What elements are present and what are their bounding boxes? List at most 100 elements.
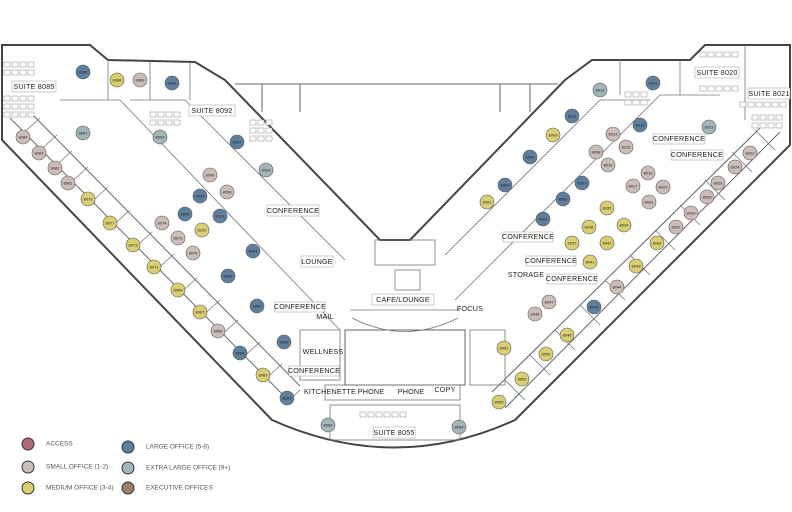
- office-8032[interactable]: 8032: [668, 219, 684, 235]
- office-8015[interactable]: 8015: [618, 139, 634, 155]
- office-marker[interactable]: [229, 134, 245, 150]
- office-8094[interactable]: 8094: [177, 206, 193, 222]
- office-marker[interactable]: [640, 165, 656, 181]
- office-marker[interactable]: [47, 160, 63, 176]
- office-marker[interactable]: [194, 222, 210, 238]
- office-marker[interactable]: [618, 139, 634, 155]
- office-marker[interactable]: [164, 75, 180, 91]
- office-marker[interactable]: [742, 145, 758, 161]
- office-marker[interactable]: [588, 144, 604, 160]
- office-8008[interactable]: 8008: [588, 144, 604, 160]
- office-marker[interactable]: [479, 194, 495, 210]
- office-8052[interactable]: 8052: [514, 371, 530, 387]
- office-8041[interactable]: 8041: [582, 254, 598, 270]
- office-marker[interactable]: [109, 72, 125, 88]
- office-8064[interactable]: 8064: [232, 345, 248, 361]
- office-marker[interactable]: [75, 125, 91, 141]
- office-8012[interactable]: 8012: [592, 82, 608, 98]
- office-8071[interactable]: 8071: [146, 259, 162, 275]
- office-marker[interactable]: [555, 191, 571, 207]
- office-8017[interactable]: 8017: [625, 178, 641, 194]
- office-marker[interactable]: [592, 82, 608, 98]
- office-marker[interactable]: [132, 72, 148, 88]
- office-marker[interactable]: [80, 191, 96, 207]
- office-marker[interactable]: [152, 129, 168, 145]
- office-8063[interactable]: 8063: [255, 367, 271, 383]
- office-8031[interactable]: 8031: [641, 194, 657, 210]
- office-8010[interactable]: 8010: [632, 117, 648, 133]
- office-8068[interactable]: 8068: [220, 268, 236, 284]
- office-marker[interactable]: [699, 189, 715, 205]
- office-8089[interactable]: 8089: [132, 72, 148, 88]
- office-marker[interactable]: [125, 237, 141, 253]
- office-marker[interactable]: [701, 119, 717, 135]
- office-marker[interactable]: [491, 394, 507, 410]
- office-8060[interactable]: 8060: [249, 298, 265, 314]
- office-8036[interactable]: 8036: [581, 219, 597, 235]
- office-8056[interactable]: 8056: [320, 417, 336, 433]
- office-8022[interactable]: 8022: [742, 145, 758, 161]
- office-marker[interactable]: [599, 235, 615, 251]
- office-marker[interactable]: [599, 200, 615, 216]
- office-marker[interactable]: [258, 162, 274, 178]
- office-8034[interactable]: 8034: [616, 217, 632, 233]
- office-8003[interactable]: 8003: [535, 211, 551, 227]
- office-8091[interactable]: 8091: [164, 75, 180, 91]
- office-8045[interactable]: 8045: [586, 299, 602, 315]
- office-8086[interactable]: 8086: [75, 64, 91, 80]
- office-8053[interactable]: 8053: [491, 394, 507, 410]
- office-marker[interactable]: [102, 215, 118, 231]
- office-8088[interactable]: 8088: [109, 72, 125, 88]
- office-marker[interactable]: [451, 419, 467, 435]
- office-marker[interactable]: [545, 127, 561, 143]
- office-marker[interactable]: [276, 334, 292, 350]
- office-marker[interactable]: [220, 268, 236, 284]
- office-8046[interactable]: 8046: [559, 327, 575, 343]
- office-marker[interactable]: [710, 175, 726, 191]
- office-8101[interactable]: 8101: [212, 208, 228, 224]
- office-marker[interactable]: [219, 184, 235, 200]
- office-marker[interactable]: [75, 64, 91, 80]
- office-marker[interactable]: [192, 304, 208, 320]
- office-8026[interactable]: 8026: [710, 175, 726, 191]
- office-8054[interactable]: 8054: [451, 419, 467, 435]
- office-8028[interactable]: 8028: [699, 189, 715, 205]
- office-8024[interactable]: 8024: [727, 159, 743, 175]
- office-marker[interactable]: [31, 145, 47, 161]
- office-8062[interactable]: 8062: [279, 390, 295, 406]
- office-marker[interactable]: [279, 390, 295, 406]
- office-marker[interactable]: [683, 205, 699, 221]
- office-marker[interactable]: [249, 298, 265, 314]
- office-marker[interactable]: [170, 230, 186, 246]
- office-8098[interactable]: 8098: [219, 184, 235, 200]
- office-8050[interactable]: 8050: [538, 346, 554, 362]
- office-8102[interactable]: 8102: [194, 222, 210, 238]
- office-8035[interactable]: 8035: [599, 200, 615, 216]
- office-8004[interactable]: 8004: [497, 177, 513, 193]
- office-marker[interactable]: [581, 219, 597, 235]
- office-8043[interactable]: 8043: [628, 258, 644, 274]
- office-marker[interactable]: [574, 175, 590, 191]
- office-8016[interactable]: 8016: [640, 165, 656, 181]
- office-8033[interactable]: 8033: [649, 235, 665, 251]
- office-marker[interactable]: [600, 157, 616, 173]
- office-8061[interactable]: 8061: [245, 243, 261, 259]
- office-marker[interactable]: [616, 217, 632, 233]
- office-marker[interactable]: [541, 294, 557, 310]
- office-8073[interactable]: 8073: [125, 237, 141, 253]
- office-marker[interactable]: [154, 215, 170, 231]
- office-8037[interactable]: 8037: [564, 235, 580, 251]
- office-marker[interactable]: [245, 243, 261, 259]
- office-8096[interactable]: 8096: [202, 167, 218, 183]
- office-8066[interactable]: 8066: [210, 323, 226, 339]
- office-marker[interactable]: [668, 219, 684, 235]
- office-marker[interactable]: [15, 129, 31, 145]
- office-8009[interactable]: 8009: [545, 127, 561, 143]
- office-8042[interactable]: 8042: [599, 235, 615, 251]
- office-marker[interactable]: [564, 108, 580, 124]
- office-8018[interactable]: 8018: [600, 157, 616, 173]
- office-marker[interactable]: [514, 371, 530, 387]
- office-8047[interactable]: 8047: [541, 294, 557, 310]
- office-marker[interactable]: [628, 258, 644, 274]
- office-8095[interactable]: 8095: [192, 188, 208, 204]
